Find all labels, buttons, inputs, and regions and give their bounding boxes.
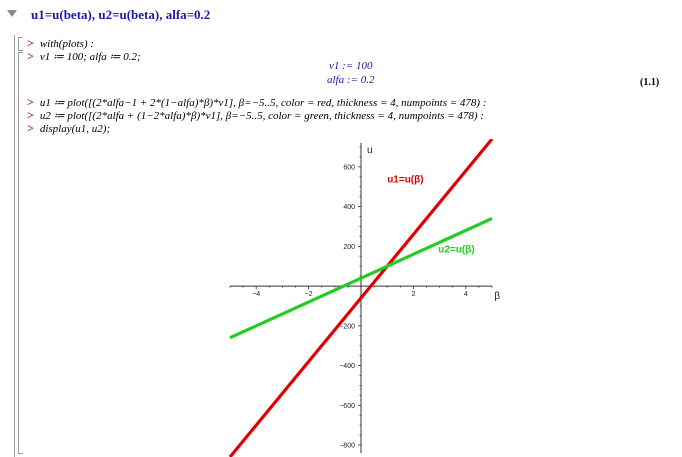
y-tick-label: −200 [339,323,355,330]
y-tick-label: −600 [339,403,355,410]
y-tick-label: −800 [339,443,355,450]
code-line-1[interactable]: >with(plots) : [27,36,94,50]
prompt-icon: > [27,121,34,135]
section-collapse-arrow-icon[interactable] [7,10,17,17]
prompt-icon: > [27,49,34,63]
x-tick-label: 2 [411,291,415,298]
code-line-2[interactable]: >v1 ≔ 100; alfa ≔ 0.2; [27,49,141,63]
y-tick-label: 200 [343,244,355,251]
y-tick-label: 600 [343,164,355,171]
series-label-1: u1=u(β) [387,175,423,186]
x-tick-label: 4 [464,291,468,298]
code-line-4[interactable]: >u2 ≔ plot([(2*alfa + (1−2*alfa)*β)*v1],… [27,108,484,122]
prompt-icon: > [27,95,34,109]
equation-label: (1.1) [640,77,660,88]
code-line-5[interactable]: >display(u1, u2); [27,121,111,135]
code-line-3[interactable]: >u1 ≔ plot([(2*alfa−1 + 2*(1−alfa)*β)*v1… [27,95,487,109]
execution-group-bracket-2[interactable] [18,52,23,454]
section-title[interactable]: u1=u(beta), u2=u(beta), alfa=0.2 [31,7,211,22]
y-axis-label: u [367,145,373,156]
plot-canvas[interactable]: −4 −2 2 4 600 400 200 −200 −400 −600 −800 u β u1=u(β)… [224,139,504,457]
y-tick-label: −400 [339,363,355,370]
output-v1: v1 := 100 [329,60,373,72]
section-bracket[interactable] [14,35,15,457]
series-line-1 [228,139,494,457]
x-axis-label: β [494,291,500,302]
y-tick-label: 400 [343,204,355,211]
output-alfa: alfa := 0.2 [327,74,375,86]
execution-group-bracket-1[interactable] [18,37,23,51]
x-tick-label: −2 [305,291,313,298]
prompt-icon: > [27,108,34,122]
series-line-2 [229,217,493,340]
x-tick-label: −4 [252,291,260,298]
prompt-icon: > [27,36,34,50]
series-label-2: u2=u(β) [438,244,474,255]
